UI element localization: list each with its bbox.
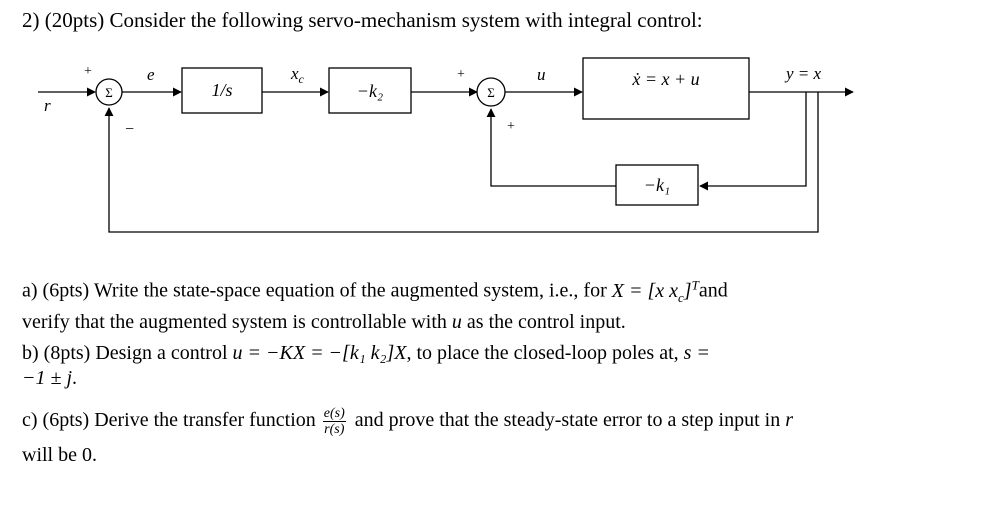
- part-a: a) (6pts) Write the state-space equation…: [22, 272, 942, 335]
- gain-k2-block: [328, 67, 412, 114]
- inner-feedback-line: [699, 92, 807, 191]
- part-b-control-law: u = −KX = −[k₁ k₂]X: [232, 342, 407, 364]
- summing-junction-1-symbol: Σ: [105, 85, 113, 100]
- part-b-line-2: −1 ± j.: [22, 367, 78, 389]
- sum2-plus-sign-bottom: +: [507, 119, 515, 134]
- error-label-e: e: [147, 65, 155, 84]
- k1-to-sum2-line: [486, 108, 616, 187]
- problem-header: 2) (20pts) Consider the following servo-…: [22, 8, 703, 32]
- sum1-plus-sign: +: [84, 64, 92, 79]
- transfer-function-fraction: e(s)r(s): [322, 406, 346, 437]
- part-a-math-x: X = [x xc]T: [611, 277, 699, 305]
- part-c-line-1: c) (6pts) Derive the transfer function e…: [22, 406, 793, 437]
- part-c: c) (6pts) Derive the transfer function e…: [22, 406, 942, 468]
- part-b-line-1: b) (8pts) Design a control u = −KX = −[k…: [22, 342, 710, 364]
- part-c-line-2: will be 0.: [22, 444, 97, 466]
- part-b-s-equals: s =: [683, 342, 710, 364]
- plant-block: [582, 57, 750, 120]
- part-b: b) (8pts) Design a control u = −KX = −[k…: [22, 341, 942, 391]
- part-a-prefix: a) (6pts) Write the state-space equation…: [22, 279, 612, 302]
- part-a-and: and: [698, 279, 728, 302]
- plant-block-label: ẋ = x + u: [631, 69, 699, 89]
- sum1-minus-sign: −: [125, 121, 134, 138]
- part-a-line-2: verify that the augmented system is cont…: [22, 310, 626, 333]
- part-a-line-1: a) (6pts) Write the state-space equation…: [22, 272, 942, 310]
- integrator-block-label: 1/s: [211, 80, 232, 100]
- part-b-poles: −1 ± j: [22, 367, 73, 389]
- sum2-plus-sign-top: +: [457, 67, 465, 82]
- gain-k2-label: −k₂: [357, 81, 383, 101]
- gain-k1-block: [615, 164, 699, 206]
- input-label-r: r: [44, 96, 51, 115]
- summing-junction-2-symbol: Σ: [487, 85, 495, 100]
- xc-label: xc: [290, 64, 305, 86]
- integrator-block: [181, 67, 263, 114]
- block-diagram: r Σ + − e 1/s xc −k₂ Σ + + u ẋ = x + u y…: [38, 57, 854, 233]
- gain-k1-label: −k₁: [644, 175, 670, 195]
- output-label: y = x: [784, 64, 822, 83]
- outer-feedback-line: [104, 92, 819, 233]
- control-label-u: u: [537, 65, 546, 84]
- part-a-math-u: u: [451, 310, 462, 333]
